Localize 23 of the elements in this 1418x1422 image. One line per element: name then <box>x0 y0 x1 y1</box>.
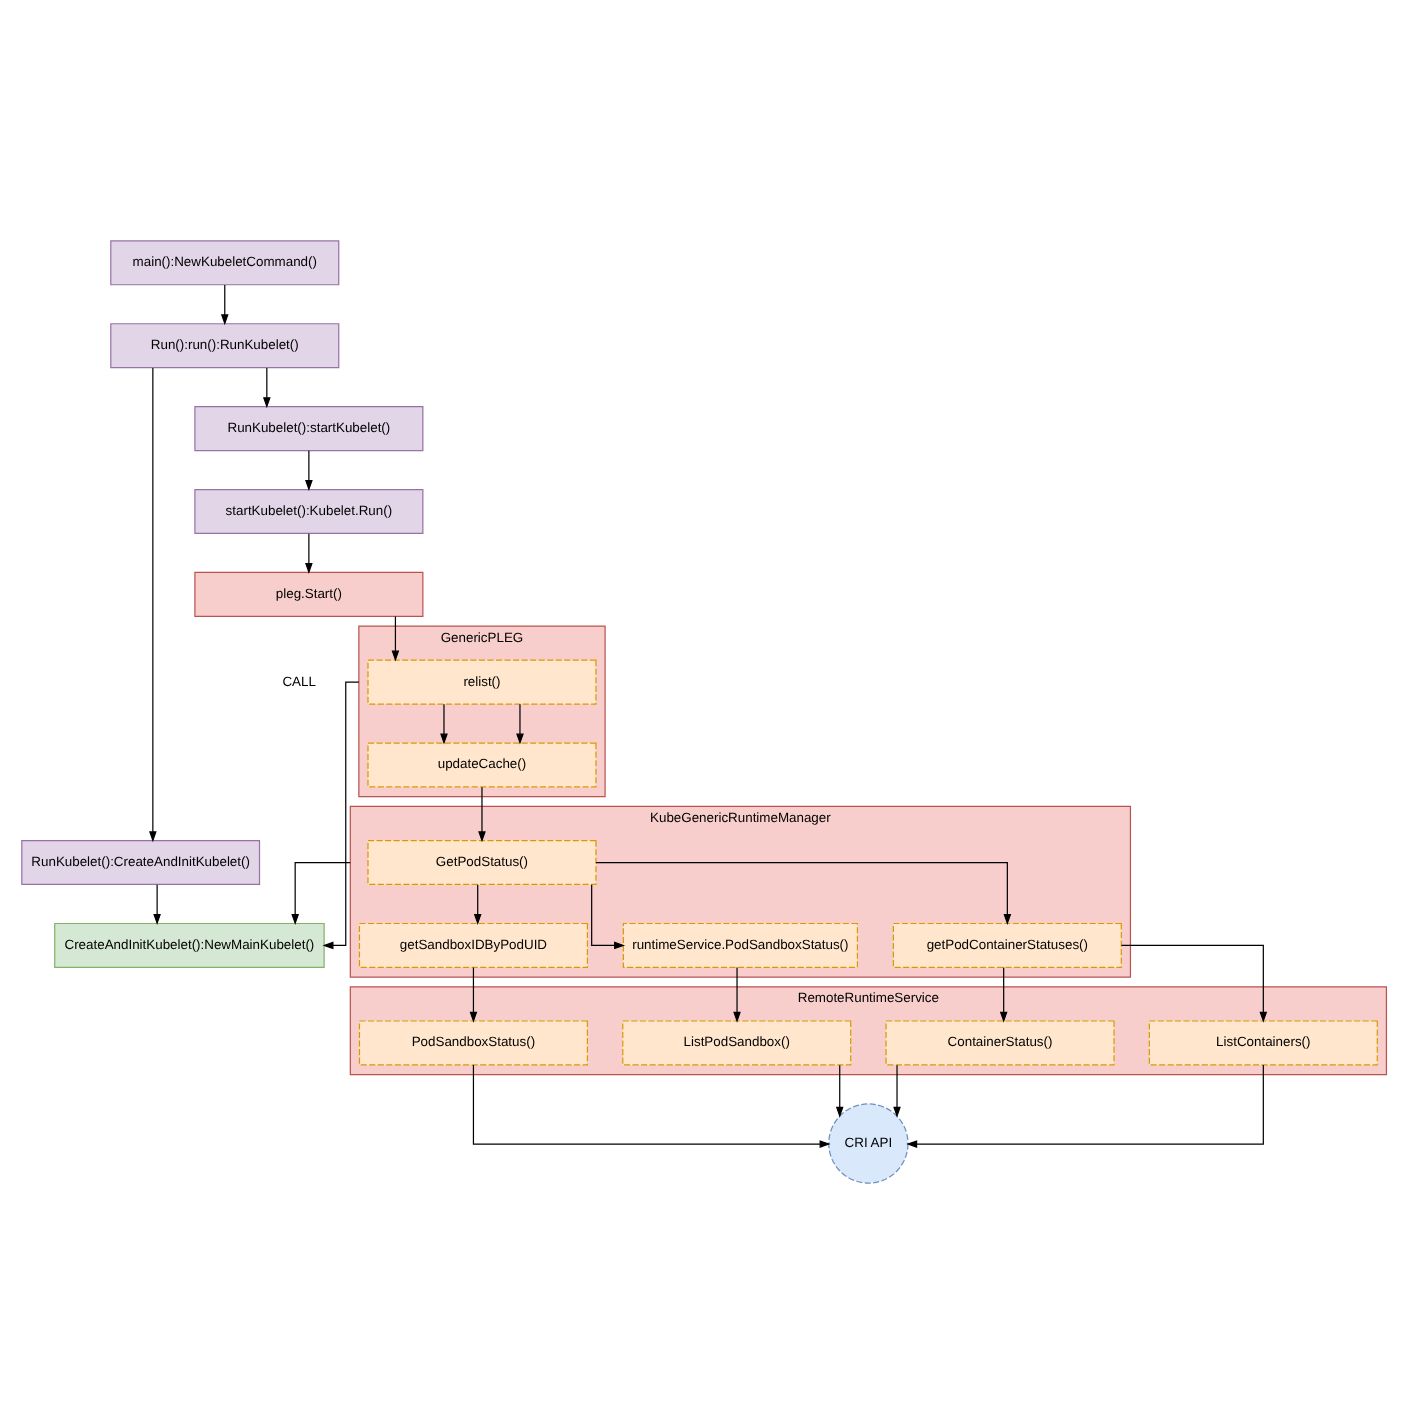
arrow <box>835 1063 844 1117</box>
arrow <box>262 366 271 408</box>
arrow <box>305 532 313 573</box>
arrow <box>516 702 524 744</box>
arrow <box>220 283 229 325</box>
arrow <box>478 785 486 842</box>
arrow <box>149 366 157 842</box>
arrow <box>322 680 360 949</box>
arrow <box>1120 943 1268 1022</box>
arrow <box>733 965 741 1022</box>
arrow <box>591 883 626 949</box>
arrow <box>440 702 448 744</box>
arrow <box>153 883 161 924</box>
arrow <box>473 883 482 924</box>
arrow <box>391 614 400 661</box>
arrow <box>999 965 1008 1022</box>
arrow <box>469 965 478 1022</box>
arrow <box>893 1063 901 1117</box>
arrow <box>305 449 313 491</box>
arrow <box>291 860 351 925</box>
arrow <box>906 1063 1264 1147</box>
arrow <box>595 860 1012 925</box>
arrow <box>472 1063 831 1147</box>
